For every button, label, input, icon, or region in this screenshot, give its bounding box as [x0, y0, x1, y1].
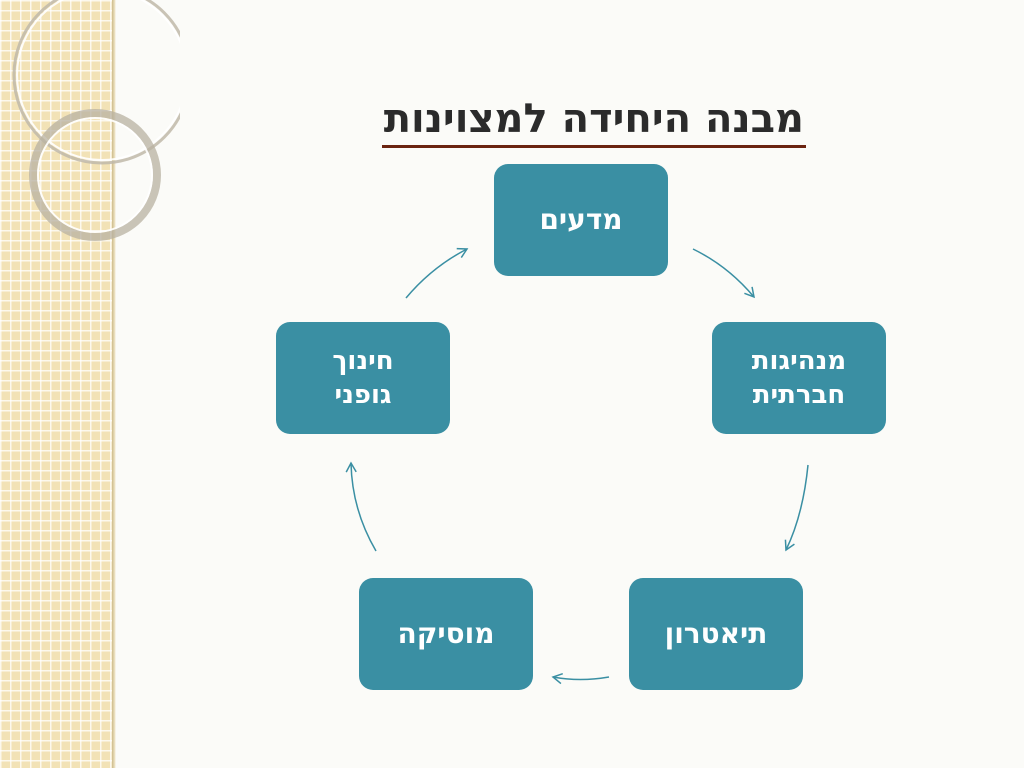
arrow-leadership-to-theater [784, 464, 809, 552]
arrow-music-to-physical-education [345, 461, 377, 552]
node-social-leadership: מנהיגות חברתית [712, 322, 886, 434]
decorative-rings [12, 0, 180, 241]
node-physical-education: חינוך גופני [276, 322, 450, 434]
slide-title: מבנה היחידה למצוינות [381, 93, 806, 148]
node-sciences: מדעים [494, 164, 668, 276]
node-music: מוסיקה [359, 578, 533, 690]
node-physical-education-label: חינוך גופני [332, 346, 394, 410]
arrow-theater-to-music [551, 673, 610, 685]
side-strip-edge [112, 0, 116, 768]
node-social-leadership-label: מנהיגות חברתית [751, 346, 847, 410]
node-theater: תיאטרון [629, 578, 803, 690]
arrow-physical-education-to-sciences [405, 247, 469, 299]
node-sciences-label: מדעים [539, 203, 623, 236]
node-music-label: מוסיקה [397, 617, 495, 650]
arrow-sciences-to-leadership [692, 248, 755, 299]
node-theater-label: תיאטרון [664, 617, 768, 650]
